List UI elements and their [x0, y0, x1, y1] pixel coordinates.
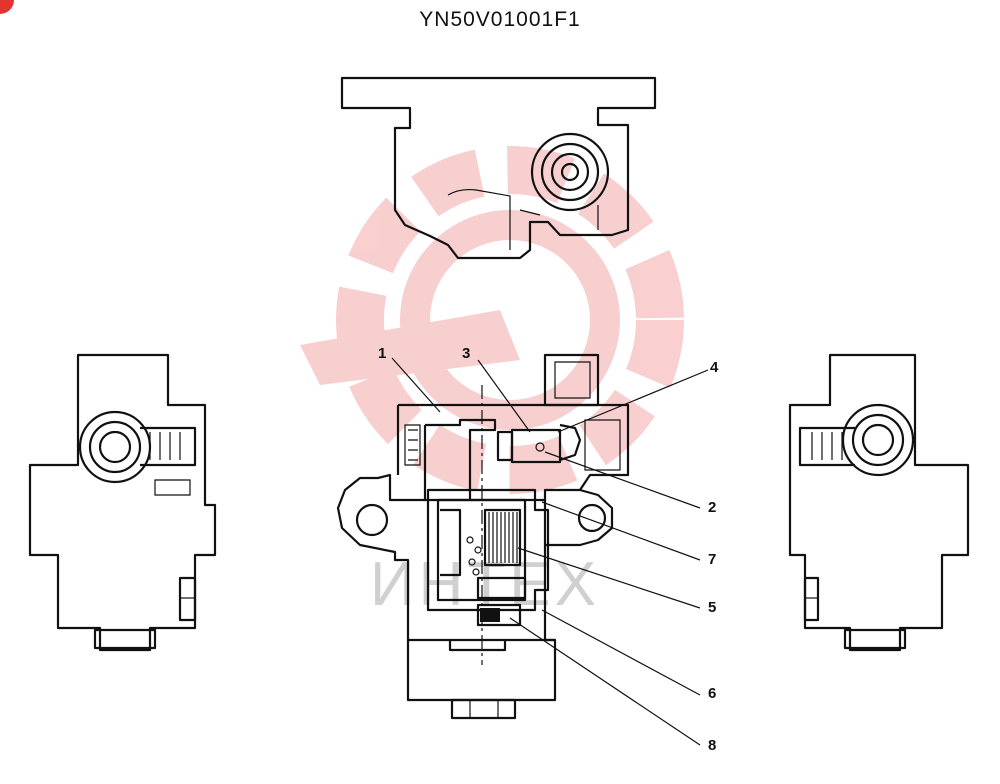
left-view: [28, 353, 217, 652]
callout-2: 2: [708, 499, 716, 516]
callout-4: 4: [710, 359, 719, 376]
watermark-logo: [300, 146, 684, 494]
drawing-title: YN50V01001F1: [419, 8, 581, 31]
callout-6: 6: [708, 685, 716, 702]
callout-5: 5: [708, 599, 716, 616]
leader-lines: [391, 357, 709, 746]
right-view: [788, 353, 970, 652]
callout-8: 8: [708, 737, 716, 754]
section-view: [336, 353, 630, 720]
callout-1: 1: [378, 345, 386, 362]
callout-3: 3: [462, 345, 470, 362]
top-view: [340, 76, 657, 260]
callout-7: 7: [708, 551, 716, 568]
